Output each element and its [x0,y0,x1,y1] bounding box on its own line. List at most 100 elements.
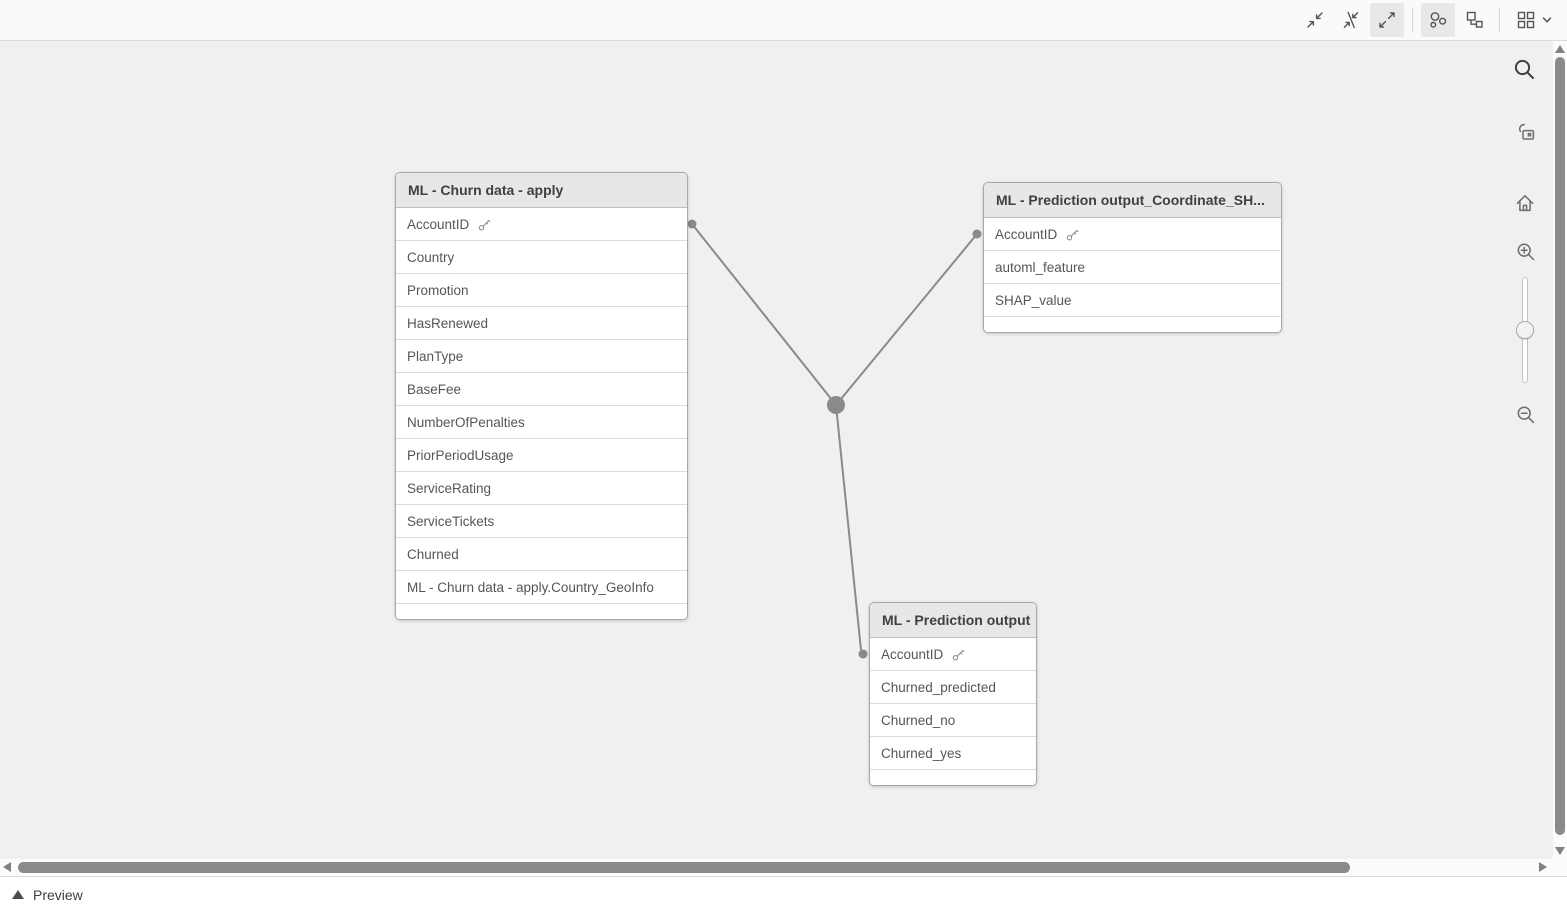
field-label: Churned_yes [881,745,962,761]
table-field-row[interactable]: Churned_predicted [870,671,1036,704]
table-field-row[interactable]: ServiceRating [396,472,687,505]
key-icon [479,219,491,230]
table-title[interactable]: ML - Prediction output_Coordinate_SH... [984,183,1281,218]
chevron-down-icon [1542,17,1552,23]
field-label: Churned [407,546,459,562]
table-card-prediction-output[interactable]: ML - Prediction output AccountID Churned_… [869,602,1037,786]
field-label: SHAP_value [995,292,1072,308]
table-footer [396,604,687,619]
zoom-slider-handle[interactable] [1516,321,1534,339]
key-icon [953,649,965,660]
zoom-out-button[interactable] [1511,400,1539,428]
table-field-row[interactable]: Promotion [396,274,687,307]
association-line [835,404,864,655]
table-field-row[interactable]: automl_feature [984,251,1281,284]
collapse-all-button[interactable] [1298,3,1332,37]
table-field-row[interactable]: ServiceTickets [396,505,687,538]
preview-toggle-button[interactable]: Preview [0,877,95,912]
collapse-linked-icon [1343,11,1359,29]
top-toolbar [0,0,1567,41]
table-title[interactable]: ML - Prediction output [870,603,1036,638]
connector-dot [687,219,697,229]
horizontal-scrollbar[interactable] [0,859,1567,876]
zoom-in-icon [1517,243,1534,260]
field-label: BaseFee [407,381,462,397]
table-field-row[interactable]: Churned_no [870,704,1036,737]
grid-icon [1517,11,1535,29]
connector-dot [858,649,868,659]
table-field-row[interactable]: ML - Churn data - apply.Country_GeoInfo [396,571,687,604]
table-field-row[interactable]: AccountID [984,218,1281,251]
grid-layout-menu-button[interactable] [1508,3,1560,37]
table-field-row[interactable]: AccountID [870,638,1036,671]
horizontal-scrollbar-thumb[interactable] [18,862,1350,873]
association-hub-dot[interactable] [827,396,845,414]
field-label: PlanType [407,348,464,364]
table-field-row[interactable]: SHAP_value [984,284,1281,317]
search-button[interactable] [1510,55,1538,83]
field-label: AccountID [881,646,944,662]
field-label: Churned_no [881,712,956,728]
linked-squares-icon [1466,11,1483,28]
field-label: automl_feature [995,259,1086,275]
field-label: ServiceRating [407,480,492,496]
table-field-row[interactable]: PlanType [396,340,687,373]
table-field-row[interactable]: HasRenewed [396,307,687,340]
field-label: Country [407,249,455,265]
connector-dot [972,229,982,239]
home-icon [1516,195,1534,212]
vertical-scrollbar[interactable] [1553,41,1567,859]
scroll-left-arrow[interactable] [3,862,11,872]
table-field-row[interactable]: Country [396,241,687,274]
table-field-row[interactable]: NumberOfPenalties [396,406,687,439]
home-view-button[interactable] [1511,189,1539,217]
table-field-row[interactable]: Churned [396,538,687,571]
preview-bar: Preview [0,876,1567,912]
unlock-icon [1518,123,1535,140]
field-label: NumberOfPenalties [407,414,525,430]
internal-view-button[interactable] [1421,3,1455,37]
table-title[interactable]: ML - Churn data - apply [396,173,687,208]
table-field-row[interactable]: AccountID [396,208,687,241]
table-card-churn-data-apply[interactable]: ML - Churn data - apply AccountID Country… [395,172,688,620]
association-lines [687,219,982,659]
scroll-down-arrow[interactable] [1555,847,1565,855]
association-line [691,223,837,406]
field-label: ML - Churn data - apply.Country_GeoInfo [407,579,654,595]
field-label: AccountID [407,216,470,232]
bubbles-icon [1430,12,1447,28]
scroll-right-arrow[interactable] [1539,862,1547,872]
zoom-slider[interactable] [1513,277,1537,383]
field-label: Promotion [407,282,469,298]
field-label: Churned_predicted [881,679,996,695]
vertical-scrollbar-thumb[interactable] [1555,57,1565,835]
table-field-row[interactable]: PriorPeriodUsage [396,439,687,472]
table-footer [984,317,1281,332]
key-icon [1067,229,1079,240]
scroll-up-arrow[interactable] [1555,45,1565,53]
association-line [835,233,978,406]
preview-label: Preview [33,886,83,903]
field-label: HasRenewed [407,315,489,331]
triangle-up-icon [12,890,24,899]
expand-all-button[interactable] [1370,3,1404,37]
table-card-prediction-coordinate-shap[interactable]: ML - Prediction output_Coordinate_SH... … [983,182,1282,333]
collapse-linked-button[interactable] [1334,3,1368,37]
field-label: PriorPeriodUsage [407,447,514,463]
field-label: AccountID [995,226,1058,242]
model-canvas[interactable]: ML - Churn data - apply AccountID Country… [0,41,1567,876]
table-footer [870,770,1036,785]
toolbar-separator [1412,8,1413,32]
toolbar-separator [1499,8,1500,32]
lock-toggle-button[interactable] [1512,118,1540,146]
layout-view-button[interactable] [1457,3,1491,37]
expand-arrows-icon [1379,12,1395,28]
zoom-out-icon [1517,406,1534,423]
table-field-row[interactable]: Churned_yes [870,737,1036,770]
zoom-in-button[interactable] [1511,237,1539,265]
table-field-row[interactable]: BaseFee [396,373,687,406]
